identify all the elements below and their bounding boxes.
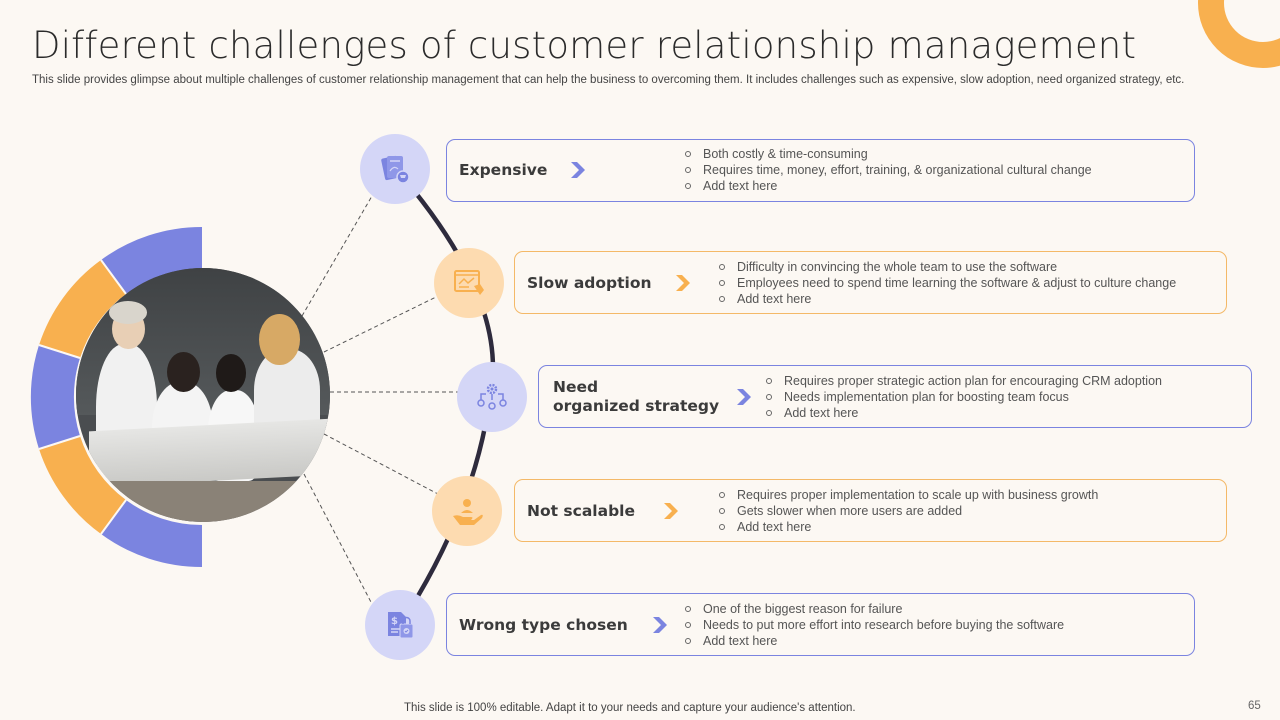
chevron-right-icon — [737, 389, 751, 405]
challenge-label: Not scalable — [527, 502, 635, 520]
challenge-points: Difficulty in convincing the whole team … — [719, 259, 1176, 307]
challenge-point: Add text here — [719, 291, 1176, 307]
challenge-card-slow-adoption: Slow adoption Difficulty in convincing t… — [514, 251, 1227, 314]
challenge-point: Both costly & time-consuming — [685, 146, 1092, 162]
challenge-point: Add text here — [719, 519, 1098, 535]
chevron-right-icon — [676, 275, 690, 291]
node-wrong-type-chosen: $ — [365, 590, 435, 660]
challenge-points: Requires proper strategic action plan fo… — [766, 373, 1162, 421]
node-expensive — [360, 134, 430, 204]
invoice-cart-icon — [381, 155, 410, 184]
challenge-label: Wrong type chosen — [459, 616, 628, 634]
challenge-point: Add text here — [685, 633, 1064, 649]
svg-text:$: $ — [391, 616, 398, 627]
challenge-points: Both costly & time-consuming Requires ti… — [685, 146, 1092, 194]
challenge-points: One of the biggest reason for failure Ne… — [685, 601, 1064, 649]
slide-footer: This slide is 100% editable. Adapt it to… — [404, 702, 856, 714]
challenge-label-line2: organized strategy — [553, 397, 720, 415]
invoice-shopping-bag-icon: $ — [388, 612, 414, 639]
challenge-card-not-scalable: Not scalable Requires proper implementat… — [514, 479, 1227, 542]
challenge-label: Expensive — [459, 161, 548, 179]
challenge-point: Add text here — [685, 178, 1092, 194]
slide-subtitle: This slide provides glimpse about multip… — [32, 74, 1185, 86]
challenge-point: Employees need to spend time learning th… — [719, 275, 1176, 291]
challenge-card-wrong-type-chosen: Wrong type chosen One of the biggest rea… — [446, 593, 1195, 656]
chevron-right-icon — [664, 503, 678, 519]
challenge-point: One of the biggest reason for failure — [685, 601, 1064, 617]
challenge-point: Needs to put more effort into research b… — [685, 617, 1064, 633]
challenge-label-line1: Need — [553, 378, 599, 396]
challenge-point: Requires proper strategic action plan fo… — [766, 373, 1162, 389]
challenge-label: Slow adoption — [527, 274, 652, 292]
node-slow-adoption — [434, 248, 504, 318]
chevron-right-icon — [571, 162, 585, 178]
challenge-point: Difficulty in convincing the whole team … — [719, 259, 1176, 275]
node-organized-strategy — [457, 362, 527, 432]
challenge-label: Need organized strategy — [553, 378, 719, 416]
challenge-point: Requires proper implementation to scale … — [719, 487, 1098, 503]
hand-user-icon — [453, 499, 483, 525]
chart-pen-icon — [454, 270, 484, 295]
team-photo — [76, 268, 330, 522]
challenge-point: Needs implementation plan for boosting t… — [766, 389, 1162, 405]
challenge-point: Requires time, money, effort, training, … — [685, 162, 1092, 178]
gear-hierarchy-icon — [477, 383, 507, 410]
ring-segment-3 — [30, 345, 80, 449]
challenge-point: Gets slower when more users are added — [719, 503, 1098, 519]
challenge-points: Requires proper implementation to scale … — [719, 487, 1098, 535]
challenge-point: Add text here — [766, 405, 1162, 421]
node-not-scalable — [432, 476, 502, 546]
page-number: 65 — [1248, 700, 1261, 712]
slide-title: Different challenges of customer relatio… — [32, 24, 1137, 67]
challenge-card-expensive: Expensive Both costly & time-consuming R… — [446, 139, 1195, 202]
challenge-card-organized-strategy: Need organized strategy Requires proper … — [538, 365, 1252, 428]
chevron-right-icon — [653, 617, 667, 633]
